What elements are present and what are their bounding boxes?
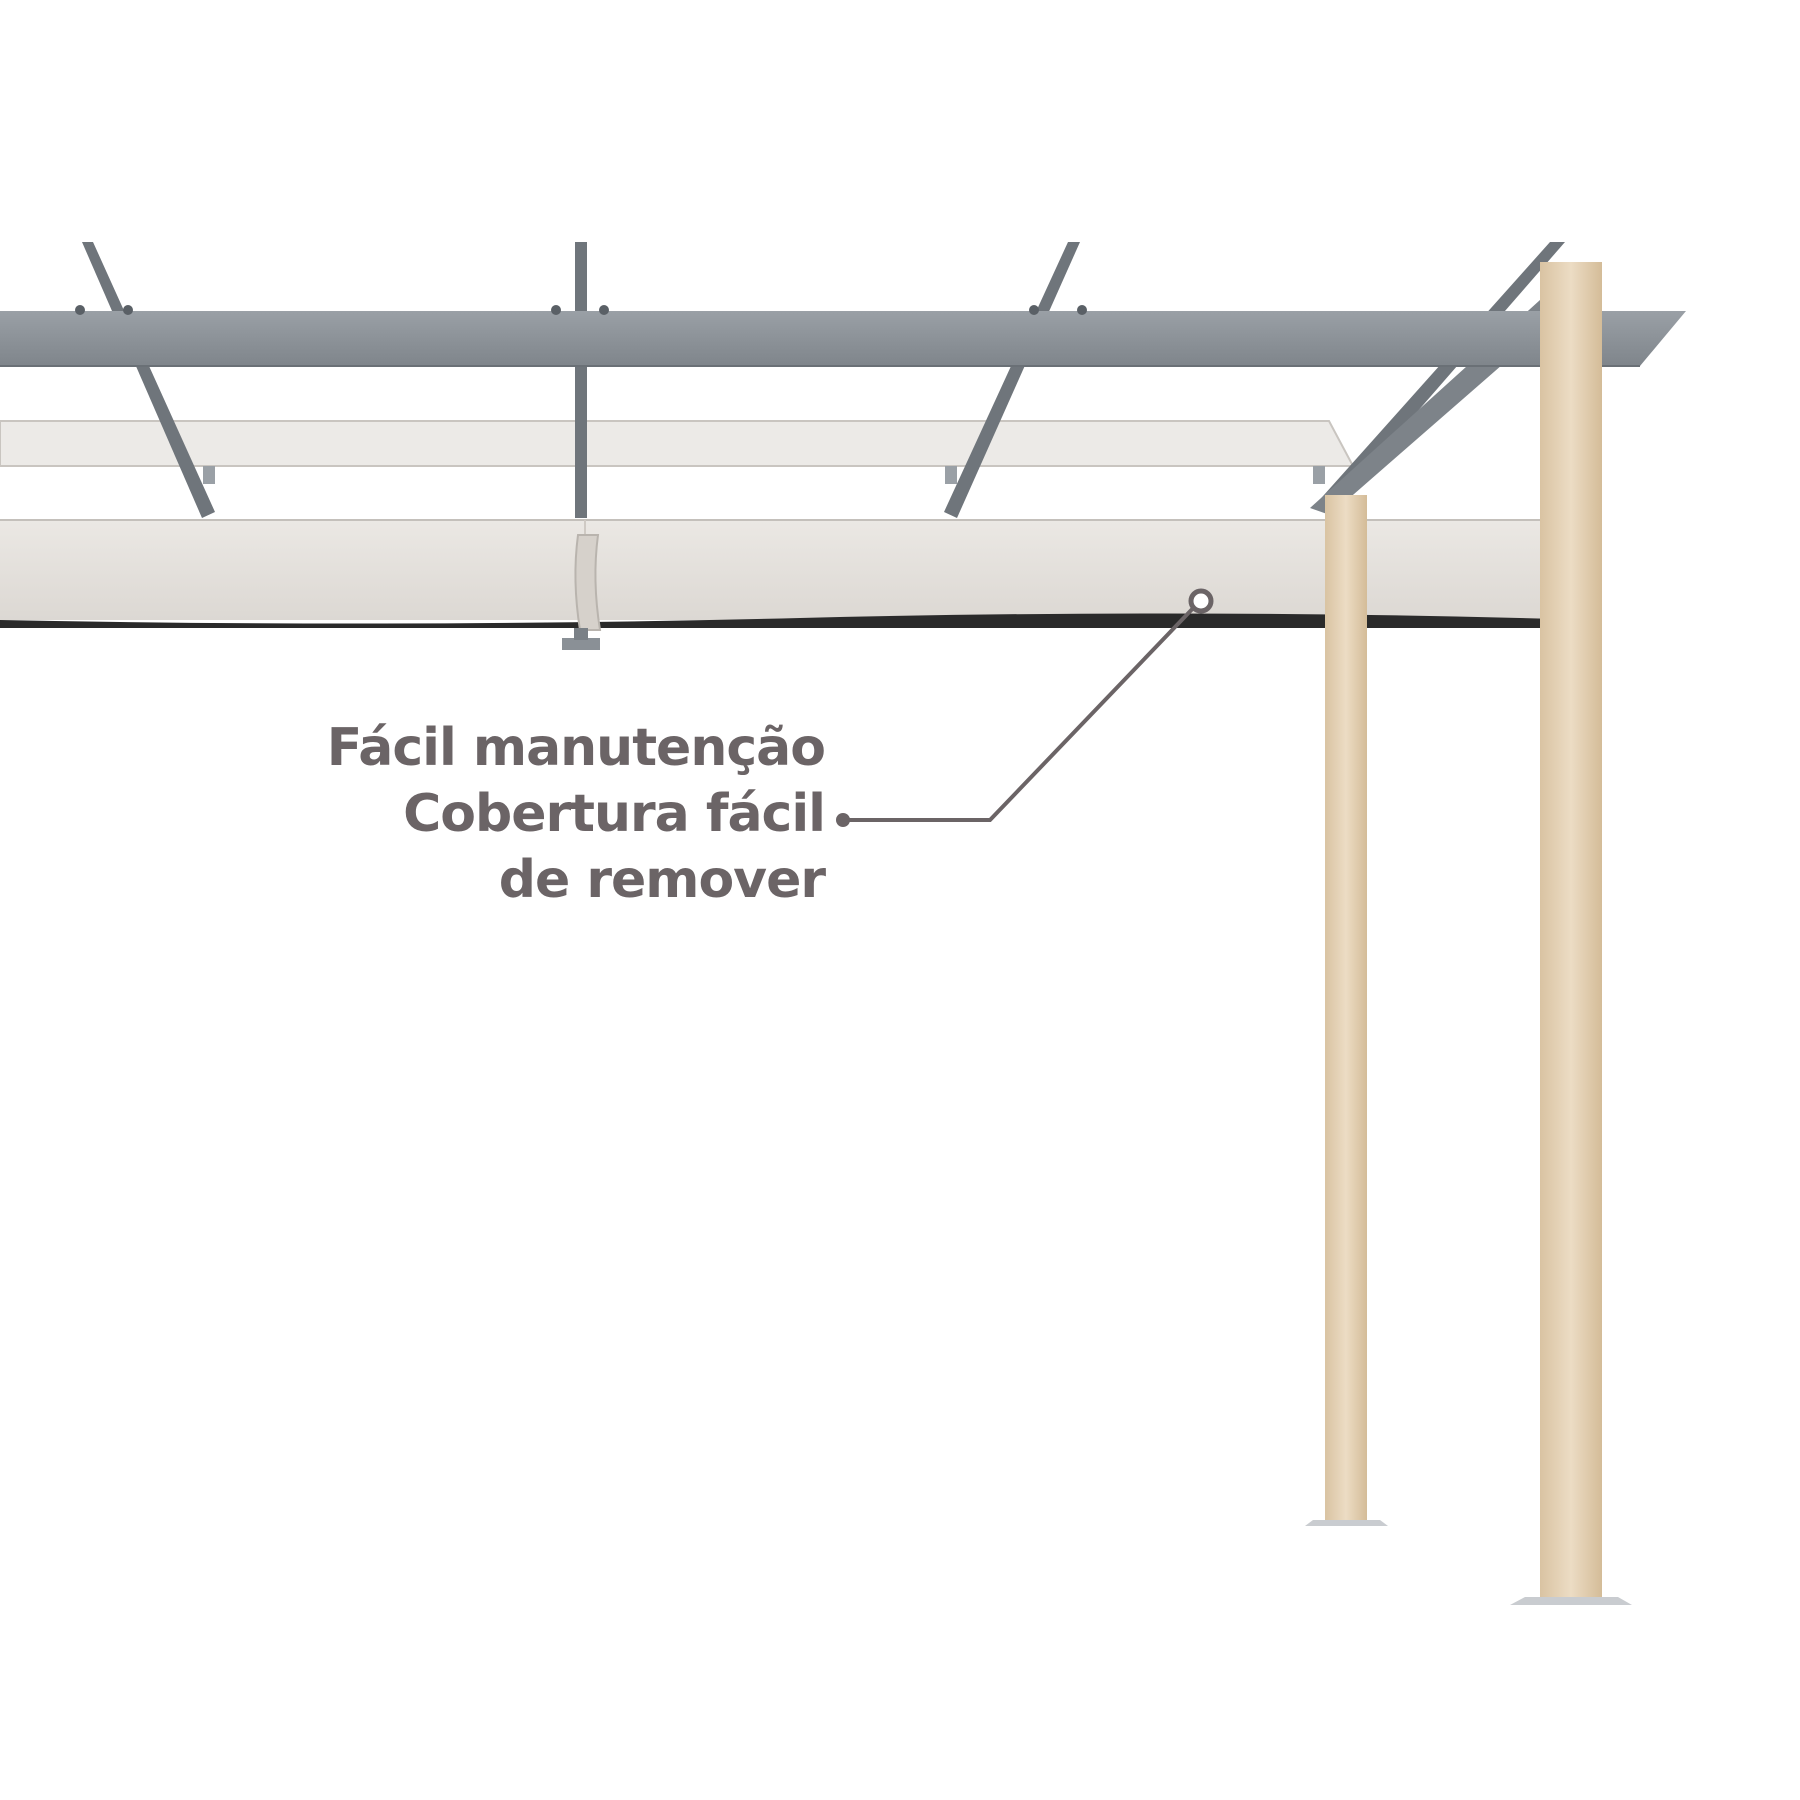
front-post [1510,262,1632,1605]
rear-post [1305,495,1388,1526]
roof-rafters [82,242,1565,518]
canopy-panel-upper [0,420,1355,467]
front-beam [0,311,1686,366]
callout-line-1: Cobertura fácil [403,784,826,844]
callout-line-2: de remover [498,850,826,910]
callout-text: Fácil manutenção Cobertura fácil de remo… [326,715,826,913]
center-strap [562,534,602,650]
callout-title: Fácil manutenção [326,718,826,778]
panel-brackets [203,466,1325,484]
callout-leader [836,588,1214,827]
